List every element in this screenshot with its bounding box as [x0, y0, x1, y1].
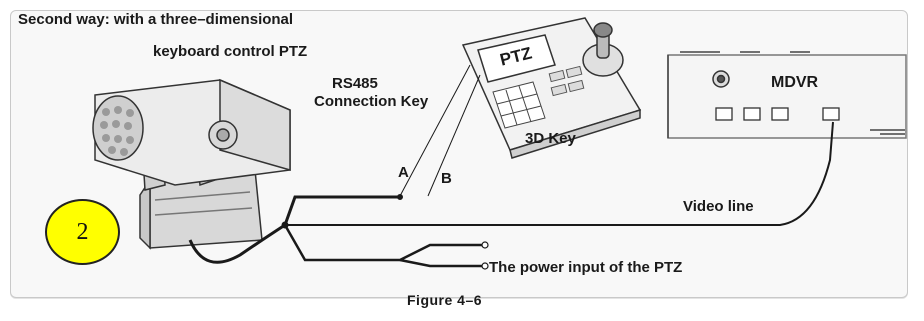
mdvr-recorder-illustration [667, 51, 907, 139]
wire-b-label: B [441, 170, 452, 187]
keyboard-label: 3D Key [525, 130, 576, 147]
rs485-label: RS485 [332, 75, 378, 92]
mdvr-label: MDVR [771, 74, 819, 91]
figure-caption: Figure 4–6 [407, 292, 483, 308]
diagram-heading-line1: Second way: with a three–dimensional [18, 11, 294, 28]
connection-key-label: Connection Key [314, 93, 429, 110]
3d-keyboard-illustration [461, 17, 642, 159]
wiring-lines [188, 64, 834, 270]
video-line-label: Video line [683, 198, 754, 215]
ptz-camera-illustration [92, 78, 291, 250]
step-number-badge: 2 [45, 199, 120, 265]
power-input-label: The power input of the PTZ [489, 259, 683, 276]
diagram-heading-line2: keyboard control PTZ [153, 43, 308, 60]
wire-a-label: A [398, 164, 409, 181]
